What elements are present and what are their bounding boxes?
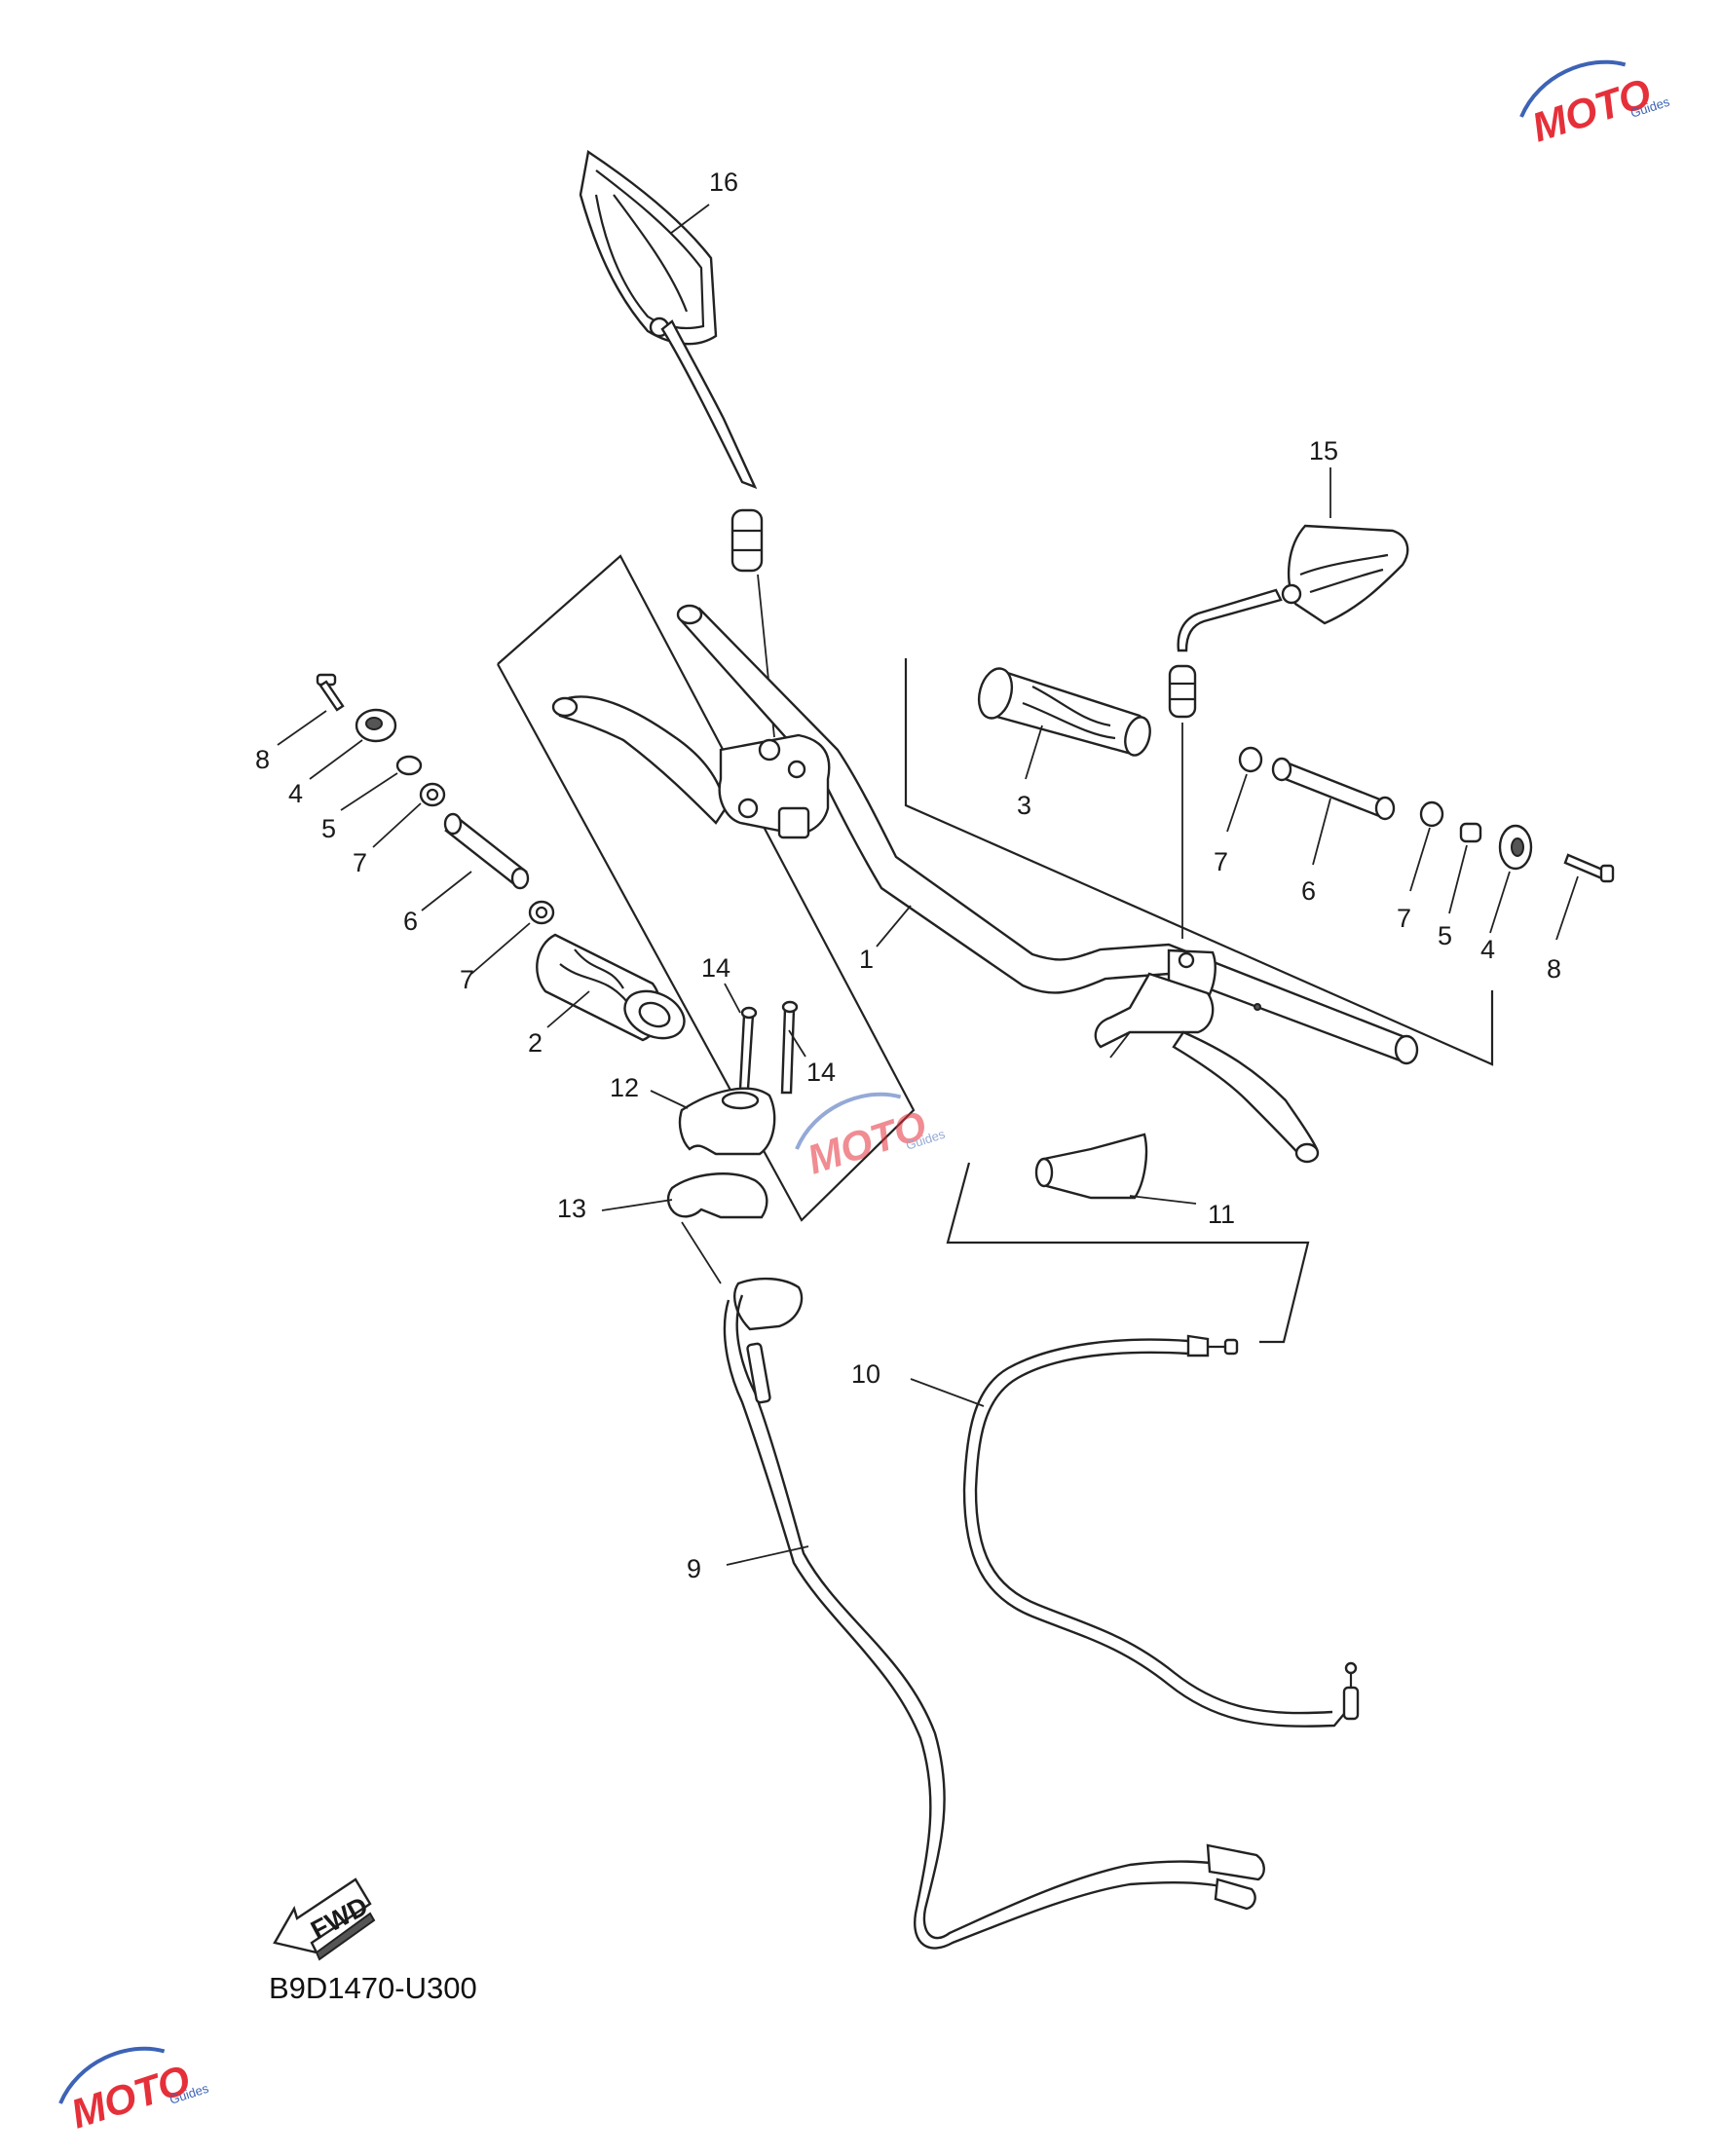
- watermark-logo-center: MOTO Guides: [795, 1092, 947, 1183]
- cable-11-frame: [946, 1162, 1310, 1344]
- handlebar-1: [676, 604, 1419, 1065]
- watermark-logo-bottom-left: MOTO Guides: [58, 2046, 210, 2137]
- bolt-8-right: [1563, 853, 1615, 883]
- callout-6-left: 6: [403, 907, 418, 936]
- callout-6-right: 6: [1301, 876, 1316, 906]
- callout-7-right-a: 7: [1214, 847, 1228, 876]
- callout-1: 1: [859, 945, 874, 974]
- screw-14-a: [738, 1006, 758, 1091]
- housing-13: [666, 1172, 768, 1219]
- callout-5-right: 5: [1438, 921, 1452, 950]
- weight-6-left: [443, 812, 530, 890]
- callout-11: 11: [1208, 1200, 1235, 1229]
- callout-10: 10: [851, 1359, 880, 1389]
- nut-7-right-b: [1419, 800, 1444, 828]
- nut-7-right-a: [1238, 746, 1263, 773]
- switch-11: [1034, 1133, 1148, 1200]
- collar-5-right: [1459, 822, 1482, 843]
- callout-3: 3: [1017, 791, 1031, 820]
- end-weight-4-left: [355, 708, 397, 743]
- end-weight-4-right: [1498, 824, 1533, 871]
- clutch-cable-10: [962, 1334, 1360, 1728]
- right-grip-group-frame: [904, 658, 1494, 1066]
- callouts: 16 15 8 4 5 7 6 7 2 14 14 12 13 1 3 7 6 …: [255, 167, 1561, 1583]
- callout-9: 9: [687, 1554, 701, 1583]
- callout-14-a: 14: [701, 953, 730, 983]
- mirror-16: [579, 149, 764, 573]
- callout-13: 13: [557, 1194, 586, 1223]
- callout-7-right-b: 7: [1397, 904, 1411, 933]
- collar-5-left: [395, 755, 423, 776]
- brake-lever: [1094, 948, 1320, 1164]
- callout-14-b: 14: [806, 1058, 836, 1087]
- weight-6-right: [1271, 757, 1396, 821]
- callout-4-left: 4: [288, 779, 303, 808]
- callout-7-left-a: 7: [353, 848, 367, 877]
- screw-14-b: [780, 1000, 799, 1095]
- callout-5-left: 5: [321, 814, 336, 843]
- callout-2: 2: [528, 1028, 543, 1058]
- diagram-code: B9D1470-U300: [269, 1971, 477, 2005]
- callout-15: 15: [1309, 436, 1338, 465]
- clutch-lever: [551, 695, 831, 839]
- callout-8-right: 8: [1547, 954, 1561, 984]
- callout-16: 16: [709, 167, 738, 197]
- callout-7-left-b: 7: [460, 965, 474, 994]
- nut-7-left-b: [528, 900, 555, 925]
- fwd-arrow: FWD: [273, 1877, 376, 1961]
- grip-3-right: [977, 667, 1151, 757]
- left-switch-group-frame: [497, 554, 916, 1222]
- housing-12: [678, 1087, 776, 1156]
- callout-12: 12: [610, 1073, 639, 1102]
- watermark-logo-top-right: MOTO Guides: [1519, 59, 1671, 151]
- bolt-8-left: [316, 673, 345, 712]
- grip-2-left: [536, 933, 686, 1042]
- callout-8-left: 8: [255, 745, 270, 774]
- leader-lines: [277, 204, 1579, 1566]
- throttle-cable-9: [723, 1277, 1265, 1950]
- nut-7-left-a: [419, 782, 446, 807]
- mirror-15: [1168, 524, 1409, 719]
- callout-4-right: 4: [1480, 935, 1495, 964]
